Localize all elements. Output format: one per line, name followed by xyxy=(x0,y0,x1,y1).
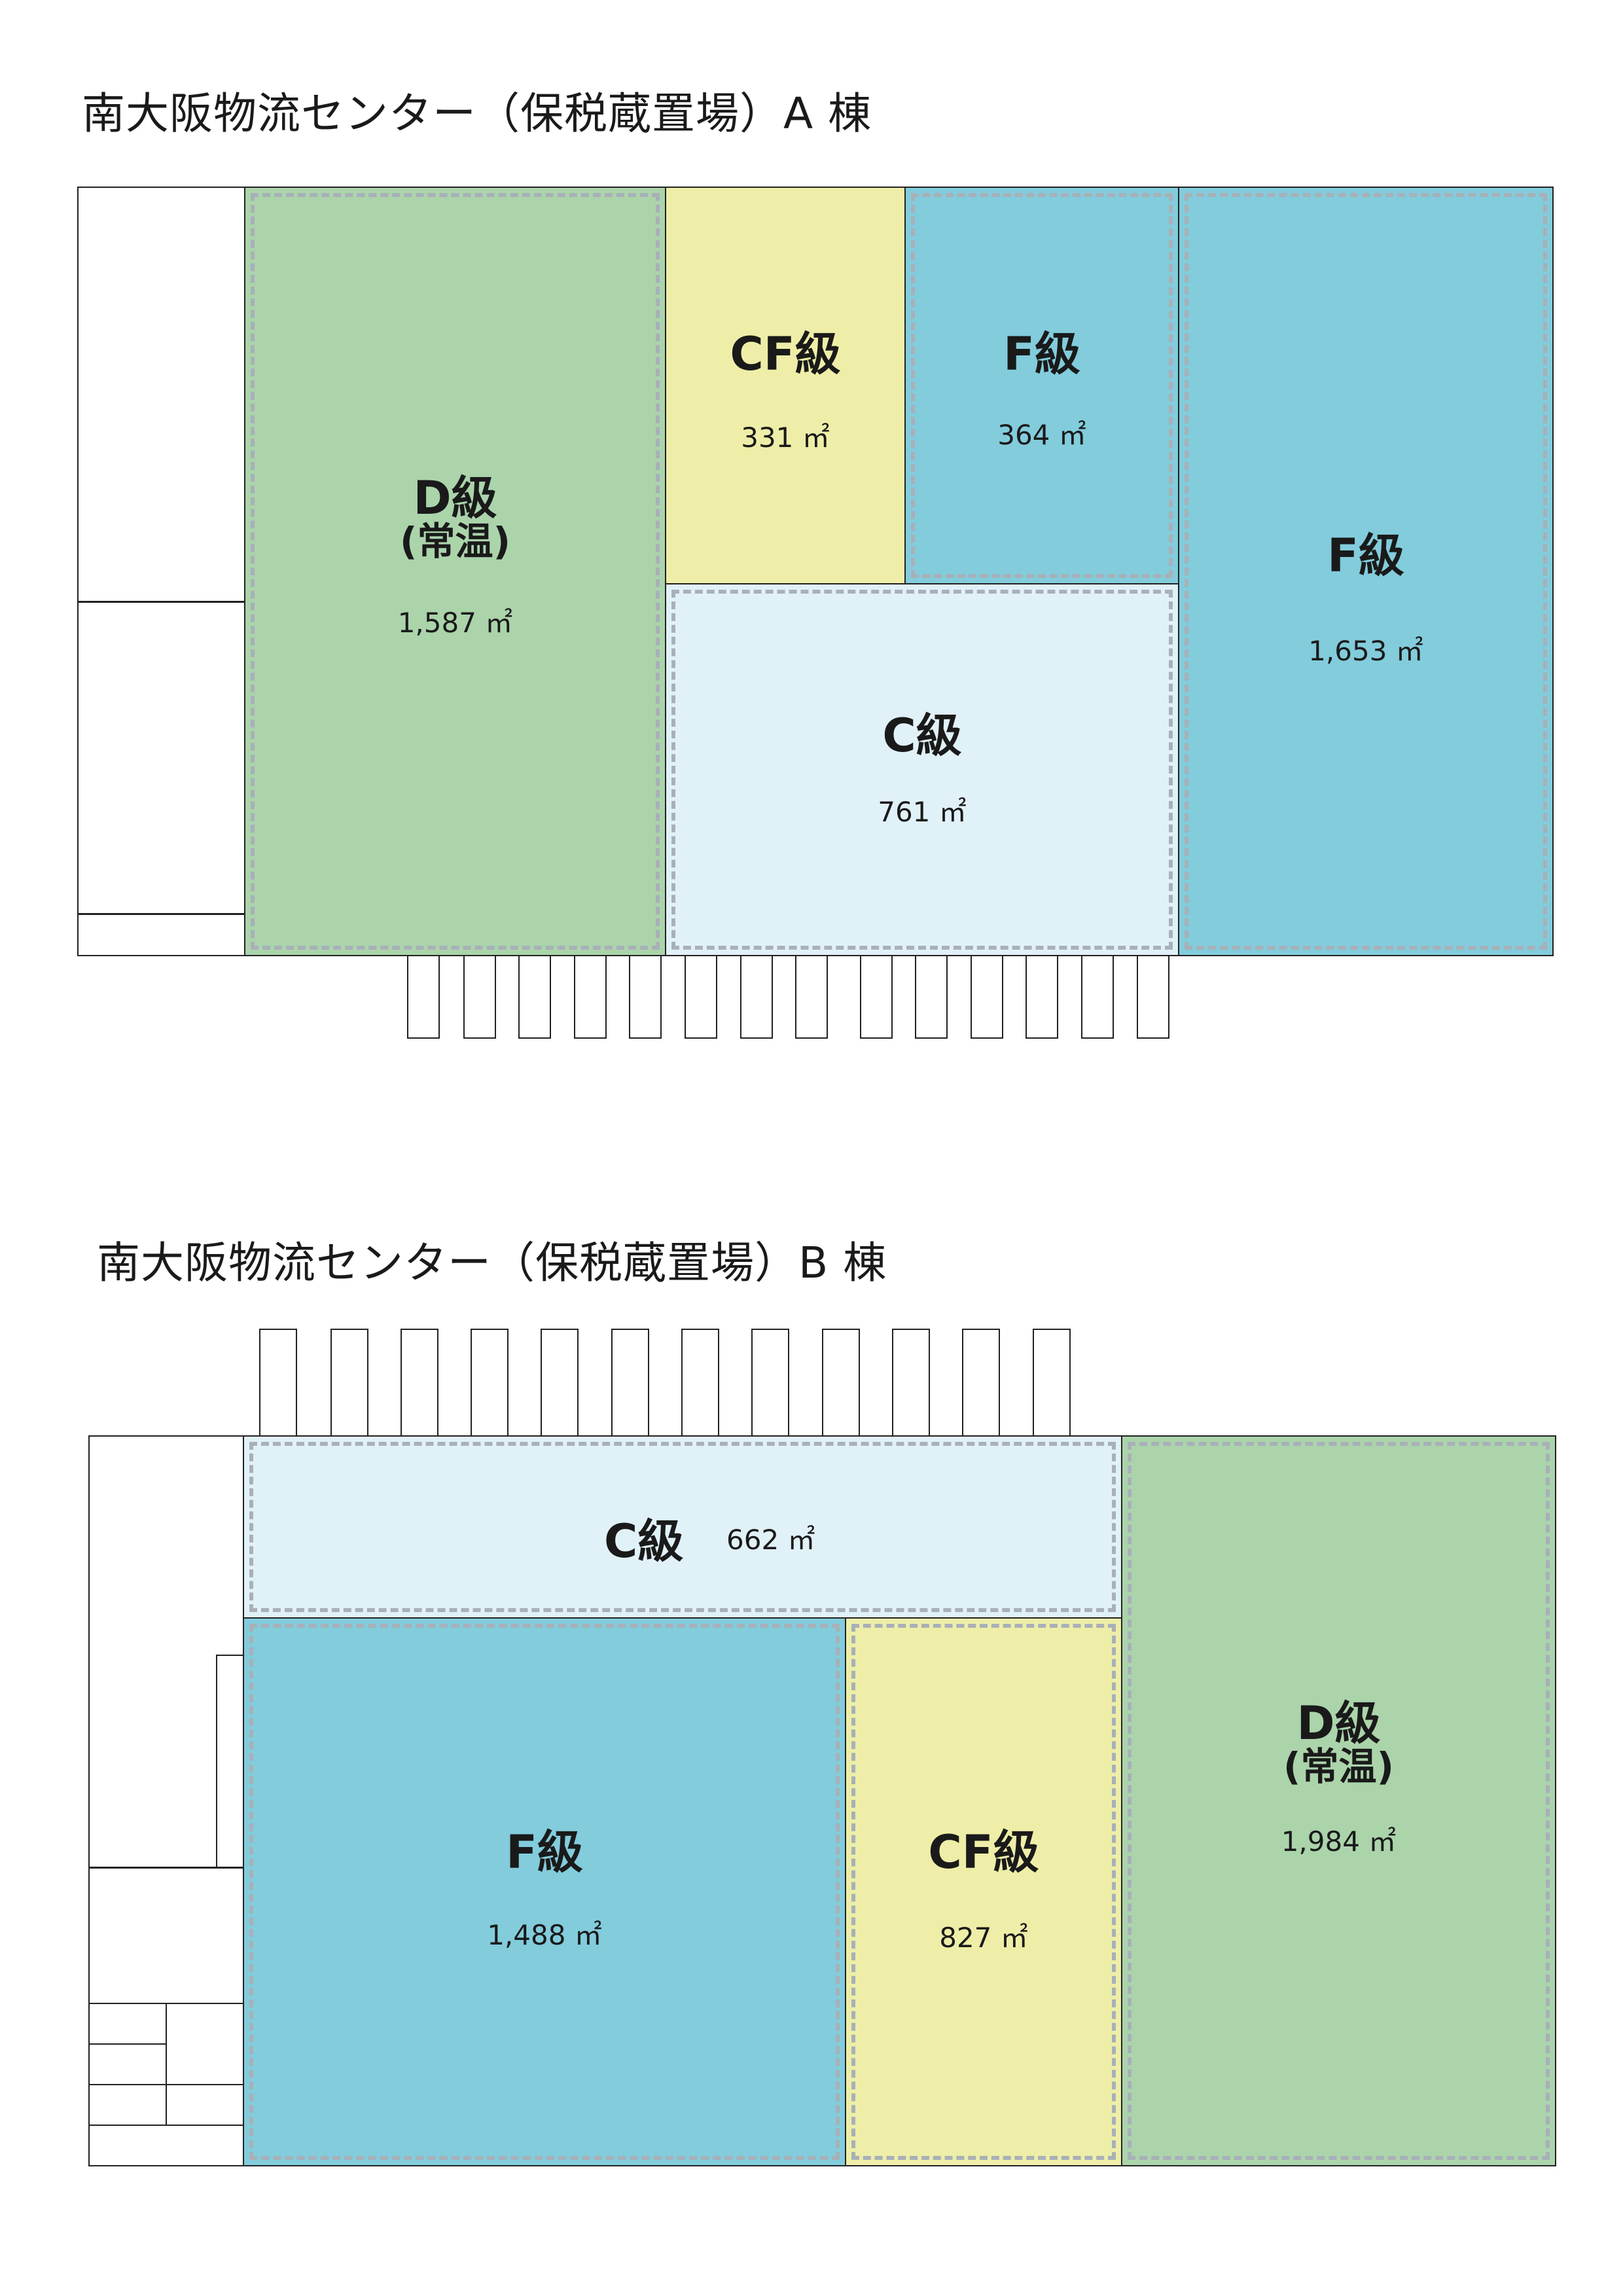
building-b-loading-dock xyxy=(330,1329,368,1437)
room-area-label: 827 ㎡ xyxy=(939,1922,1028,1954)
building-a-room-c-grade[interactable]: C級 761 ㎡ xyxy=(665,583,1179,956)
building-b-loading-dock xyxy=(681,1329,719,1437)
room-sub-label: (常温) xyxy=(1283,1744,1395,1789)
building-b-stair-right-upper xyxy=(166,2003,244,2085)
building-b-loading-dock xyxy=(611,1329,649,1437)
building-b-loading-dock xyxy=(1033,1329,1071,1437)
room-area-label: 662 ㎡ xyxy=(726,1524,815,1556)
building-b-loading-dock xyxy=(259,1329,297,1437)
building-b-loading-dock xyxy=(892,1329,930,1437)
building-a-office-upper xyxy=(77,187,245,603)
room-grade-label: D級 xyxy=(413,471,497,525)
building-a-office-lower xyxy=(77,913,245,956)
room-grade-label: F級 xyxy=(1003,327,1080,381)
building-b-loading-dock xyxy=(822,1329,860,1437)
building-b-loading-dock xyxy=(751,1329,789,1437)
building-a-loading-dock xyxy=(685,955,717,1039)
building-a-room-f-grade-small[interactable]: F級 364 ㎡ xyxy=(904,187,1179,584)
building-a-loading-dock xyxy=(629,955,662,1039)
room-grade-label: C級 xyxy=(604,1515,684,1568)
room-sub-label: (常温) xyxy=(399,519,511,564)
room-area-label: 1,653 ㎡ xyxy=(1308,635,1423,667)
building-b-stair-right-lower xyxy=(166,2084,244,2126)
room-grade-label: F級 xyxy=(1327,529,1404,583)
building-a-loading-dock xyxy=(795,955,828,1039)
building-b-room-d-grade[interactable]: D級 (常温) 1,984 ㎡ xyxy=(1121,1435,1556,2166)
building-b-title: 南大阪物流センター（保税蔵置場）B 棟 xyxy=(97,1238,887,1288)
building-a-loading-dock xyxy=(860,955,893,1039)
building-a-loading-dock xyxy=(971,955,1003,1039)
building-b-stair-step xyxy=(88,2084,167,2126)
room-grade-label: CF級 xyxy=(928,1825,1039,1879)
room-grade-label: F級 xyxy=(506,1825,583,1879)
room-area-label: 331 ㎡ xyxy=(741,422,830,454)
building-a-loading-dock xyxy=(463,955,496,1039)
building-a-loading-dock xyxy=(740,955,773,1039)
building-a-office-middle xyxy=(77,601,245,915)
building-a-loading-dock xyxy=(407,955,440,1039)
building-a-loading-dock xyxy=(574,955,607,1039)
building-a-room-d-grade[interactable]: D級 (常温) 1,587 ㎡ xyxy=(244,187,666,956)
building-b-loading-dock xyxy=(541,1329,579,1437)
building-b-room-cf-grade[interactable]: CF級 827 ㎡ xyxy=(845,1617,1122,2166)
building-a-loading-dock xyxy=(518,955,551,1039)
building-b-stair-step xyxy=(88,2043,167,2085)
building-a-loading-dock xyxy=(1026,955,1058,1039)
building-b-loading-dock xyxy=(962,1329,1000,1437)
building-a-title: 南大阪物流センター（保税蔵置場）A 棟 xyxy=(82,88,872,139)
building-a-loading-dock xyxy=(1137,955,1169,1039)
building-a-room-cf-grade[interactable]: CF級 331 ㎡ xyxy=(665,187,906,584)
building-b-loading-dock xyxy=(401,1329,438,1437)
room-area-label: 364 ㎡ xyxy=(997,419,1086,451)
building-b-office-notch xyxy=(216,1655,244,1869)
building-a-loading-dock xyxy=(1081,955,1114,1039)
room-area-label: 1,488 ㎡ xyxy=(487,1919,602,1951)
building-b-room-f-grade[interactable]: F級 1,488 ㎡ xyxy=(243,1617,846,2166)
building-b-room-c-grade[interactable]: C級 662 ㎡ xyxy=(243,1435,1122,1619)
building-b-stair-step xyxy=(88,2003,167,2045)
room-grade-label: CF級 xyxy=(730,327,841,381)
building-b-loading-dock xyxy=(471,1329,508,1437)
room-area-label: 1,984 ㎡ xyxy=(1281,1825,1397,1857)
building-a-loading-dock xyxy=(915,955,948,1039)
building-b-office-lower xyxy=(88,1867,244,2004)
room-area-label: 1,587 ㎡ xyxy=(397,607,513,639)
room-grade-label: D級 xyxy=(1296,1696,1381,1750)
room-grade-label: C級 xyxy=(882,709,962,762)
building-a-room-f-grade-large[interactable]: F級 1,653 ㎡ xyxy=(1178,187,1554,956)
room-area-label: 761 ㎡ xyxy=(878,796,967,828)
